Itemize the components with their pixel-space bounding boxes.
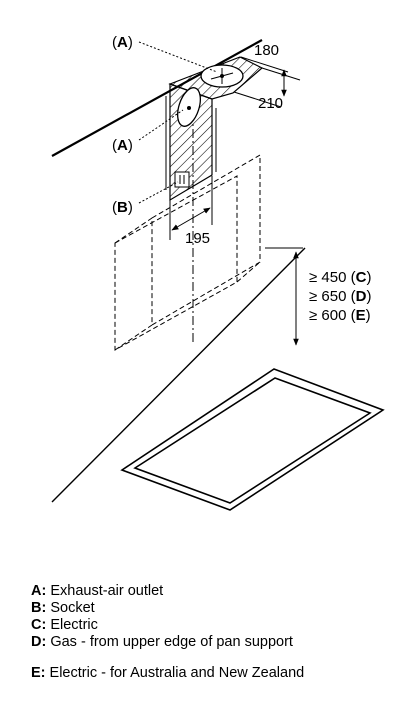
height-electric-au-nz: ≥ 600 (E) xyxy=(309,307,371,324)
height-gas-electric: ≥ 450 (C) xyxy=(309,269,371,286)
installation-diagram: 180 210 195 ≥ 450 (C) ≥ 650 (D) ≥ 600 (E… xyxy=(51,34,385,511)
dimension-180: 180 xyxy=(254,42,279,59)
callout-a-top: (A) xyxy=(112,34,133,51)
dimension-195: 195 xyxy=(185,230,210,247)
exhaust-outlet-ceiling xyxy=(200,64,244,88)
legend-item-d: D: Gas - from upper edge of pan support xyxy=(31,634,293,650)
exhaust-outlet-wall xyxy=(177,87,201,127)
dimension-210: 210 xyxy=(258,95,283,112)
ceiling-line xyxy=(51,39,263,157)
callout-a-top-leader xyxy=(138,41,218,73)
cooktop xyxy=(51,247,385,511)
callout-b: (B) xyxy=(112,199,133,216)
callout-a-mid-leader xyxy=(138,109,184,141)
callout-b-leader xyxy=(138,181,179,204)
height-gas: ≥ 650 (D) xyxy=(309,288,371,305)
hood-outline xyxy=(114,154,261,351)
legend-item-a: A: Exhaust-air outlet xyxy=(31,583,164,599)
dim-180-210 xyxy=(233,56,301,108)
legend: A: Exhaust-air outlet B: Socket C: Elect… xyxy=(31,583,304,682)
socket-icon xyxy=(174,171,190,188)
dim-195 xyxy=(169,176,213,240)
callout-a-mid: (A) xyxy=(112,137,133,154)
legend-item-e: E: Electric - for Australia and New Zeal… xyxy=(31,665,305,681)
dim-height xyxy=(265,247,303,346)
legend-item-b: B: Socket xyxy=(31,600,95,616)
wall-zone-edge xyxy=(165,96,217,190)
legend-item-c: C: Electric xyxy=(31,617,98,633)
